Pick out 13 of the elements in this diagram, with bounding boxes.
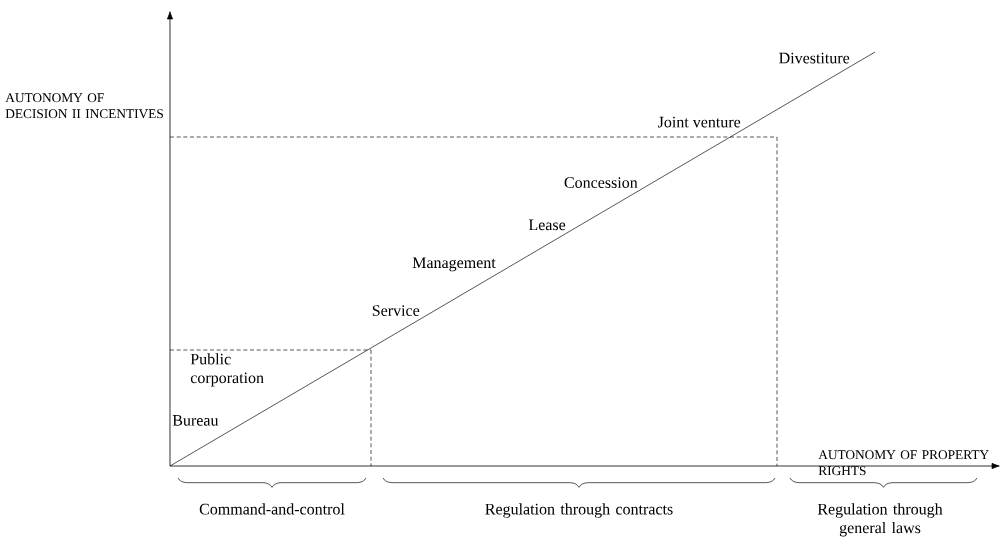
curve-label: Management xyxy=(412,257,496,272)
curve-label: Lease xyxy=(528,219,566,231)
curve-label: Joint venture xyxy=(658,116,741,128)
brace-label: Regulation through general laws xyxy=(817,503,943,537)
axis-label: AUTONOMY OF DECISION II INCENTIVES xyxy=(5,93,163,119)
curve-label: Concession xyxy=(564,177,638,188)
curve-label: Bureau xyxy=(172,415,219,426)
curve-label: Public corporation xyxy=(190,353,264,387)
brace-label: Regulation through contracts xyxy=(485,503,673,518)
axis-label: AUTONOMY OF PROPERTY RIGHTS xyxy=(818,450,989,476)
curve-label: Service xyxy=(372,305,420,316)
curve-label: Divestiture xyxy=(779,52,850,64)
brace-label: Command-and-control xyxy=(199,503,345,515)
